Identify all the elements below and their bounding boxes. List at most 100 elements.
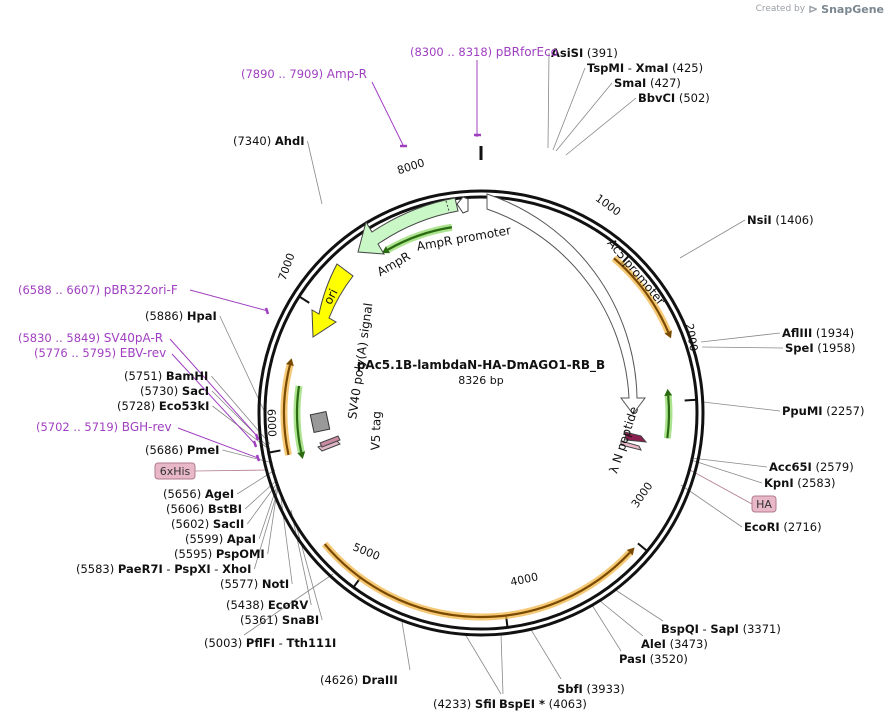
leader-kpni [690, 459, 763, 484]
primer-mark-bgh [255, 454, 261, 462]
ampr-promoter-shape[interactable] [456, 196, 469, 214]
enzyme-label: SmaI (427) [614, 76, 681, 90]
enzyme-label: AflIII (1934) [782, 326, 854, 340]
primer-leader-ampr [371, 81, 405, 148]
primer-mark-sv40pa [254, 433, 260, 441]
enzyme-site-draiii[interactable]: (4626) DraIII [320, 673, 398, 687]
primer-ampr[interactable]: (7890 .. 7909) Amp-R [241, 67, 367, 81]
orf-arc-bottom[interactable] [323, 543, 631, 619]
leader-ppumi [702, 401, 781, 412]
enzyme-site-sfli[interactable]: (4233) SfiI [433, 697, 496, 711]
v5-tag-shape-2[interactable] [319, 435, 341, 448]
6xhis-badge[interactable]: 6xHis [154, 462, 196, 480]
enzyme-site-bstbi[interactable]: (5606) BstBI [166, 502, 242, 516]
enzyme-site-bspei[interactable]: BspEI * (4063) [499, 697, 587, 711]
enzyme-site-eco53ki[interactable]: (5728) Eco53kI [117, 399, 209, 413]
enzyme-site-sbfi[interactable]: SbfI (3933) [557, 682, 625, 696]
enzyme-label: TspMI - XmaI (425) [587, 61, 703, 75]
enzyme-site-acc65i[interactable]: Acc65I (2579) [769, 460, 854, 474]
enzyme-label: (5438) EcoRV [226, 598, 308, 612]
enzyme-site-apai[interactable]: (5599) ApaI [185, 532, 256, 546]
leader-asisi [547, 52, 550, 149]
plasmid-size: 8326 bp [458, 374, 503, 387]
tick-label-3000: 3000 [629, 480, 656, 510]
enzyme-site-nsii[interactable]: NsiI (1406) [747, 213, 814, 227]
enzyme-label: (5656) AgeI [163, 487, 234, 501]
leader-draiii [401, 621, 411, 671]
lambda-n-peptide-shape[interactable] [624, 431, 648, 443]
enzyme-label: (5595) PspOMI [174, 547, 265, 561]
backbone-outer-circle [257, 189, 705, 637]
ampr-promoter-label: AmpR promoter [416, 223, 512, 253]
ac5-promoter-shape[interactable] [486, 193, 646, 415]
ampr-signal-divider [445, 200, 450, 212]
snapgene-logo-icon: ⊳ [808, 2, 819, 16]
ha-label: HA [756, 498, 772, 511]
enzyme-site-bbvci[interactable]: BbvCI (502) [638, 91, 710, 105]
enzyme-site-ahdi[interactable]: (7340) AhdI [233, 134, 305, 148]
leader-tspmi [552, 67, 586, 151]
enzyme-label: EcoRI (2716) [744, 520, 822, 534]
enzyme-site-snabi[interactable]: (5361) SnaBI [240, 613, 319, 627]
enzyme-site-pspomi[interactable]: (5595) PspOMI [174, 547, 265, 561]
enzyme-site-ecorv[interactable]: (5438) EcoRV [226, 598, 308, 612]
enzyme-site-hpai[interactable]: (5886) HpaI [145, 309, 217, 323]
orf-arc-top-right[interactable] [613, 257, 670, 333]
leader-pflfi [243, 573, 334, 636]
backbone-inner-circle [263, 195, 699, 631]
leader-sfli [464, 633, 502, 695]
enzyme-site-pflfi[interactable]: (5003) PflFI - Tth111I [204, 636, 336, 650]
enzyme-site-pasi[interactable]: PasI (3520) [619, 652, 688, 666]
enzyme-site-bspqi[interactable]: BspQI - SapI (3371) [661, 622, 781, 636]
enzyme-site-tspmi[interactable]: TspMI - XmaI (425) [587, 61, 703, 75]
primer-ebv[interactable]: (5776 .. 5795) EBV-rev [34, 346, 166, 360]
enzyme-label: Acc65I (2579) [769, 460, 854, 474]
enzyme-site-saci[interactable]: (5730) SacI [140, 384, 209, 398]
orf-arc-left[interactable] [282, 364, 291, 456]
enzyme-label: (4626) DraIII [320, 673, 398, 687]
sv40-polya-box[interactable] [309, 410, 331, 434]
primer-pbr322ori[interactable]: (6588 .. 6607) pBR322ori-F [18, 283, 178, 297]
orf-arrow-bottom [626, 547, 635, 556]
leader-paer7i [253, 485, 280, 570]
enzyme-site-ecori[interactable]: EcoRI (2716) [744, 520, 822, 534]
orf-arrow-left [286, 358, 294, 367]
enzyme-site-paer7i[interactable]: (5583) PaeR7I - PspXI - XhoI [76, 562, 251, 576]
primer-sv40pa[interactable]: (5830 .. 5849) SV40pA-R [18, 331, 163, 345]
tick-mark-3000 [637, 542, 648, 552]
green-arc-left[interactable] [295, 385, 303, 453]
primer-label: (5776 .. 5795) EBV-rev [34, 346, 166, 360]
enzyme-site-sacii[interactable]: (5602) SacII [171, 517, 244, 531]
enzyme-site-spei[interactable]: SpeI (1958) [785, 341, 856, 355]
ac5-promoter-arrow[interactable] [487, 196, 648, 425]
leader-nsii [679, 219, 746, 259]
enzyme-site-ppumi[interactable]: PpuMI (2257) [782, 404, 864, 418]
ha-badge[interactable]: HA [751, 495, 777, 513]
enzyme-site-pmei[interactable]: (5686) PmeI [145, 443, 219, 457]
enzyme-site-asisi[interactable]: AsiSI (391) [551, 46, 618, 60]
leader-acc65i [691, 457, 768, 468]
enzyme-label: (7340) AhdI [233, 134, 305, 148]
ampr-shape[interactable] [357, 197, 459, 255]
enzyme-label: SpeI (1958) [785, 341, 856, 355]
enzyme-label: PasI (3520) [619, 652, 688, 666]
lambda-n-pink-shape[interactable] [620, 440, 642, 451]
enzyme-site-noti[interactable]: (5577) NotI [220, 577, 289, 591]
primer-bgh[interactable]: (5702 .. 5719) BGH-rev [36, 420, 172, 434]
enzyme-site-alei[interactable]: AleI (3473) [641, 637, 708, 651]
leader-ecori [680, 484, 743, 528]
tick-mark-6000 [268, 449, 281, 454]
enzyme-site-agei[interactable]: (5656) AgeI [163, 487, 234, 501]
tick-mark-7000 [298, 295, 310, 304]
green-arc-top-left[interactable] [387, 226, 453, 251]
primer-pbrforeco[interactable]: (8300 .. 8318) pBRforEco [410, 45, 558, 59]
enzyme-site-kpni[interactable]: KpnI (2583) [764, 476, 836, 490]
enzyme-site-bamhi[interactable]: (5751) BamHI [124, 369, 208, 383]
ori-shape[interactable] [311, 263, 354, 338]
enzyme-site-afliii[interactable]: AflIII (1934) [782, 326, 854, 340]
enzyme-site-smai[interactable]: SmaI (427) [614, 76, 681, 90]
green-arc-right[interactable] [666, 395, 671, 439]
v5-tag-label: V5 tag [368, 411, 383, 451]
primer-leader-bgh [177, 427, 259, 459]
primer-mark-ebv [252, 440, 258, 448]
